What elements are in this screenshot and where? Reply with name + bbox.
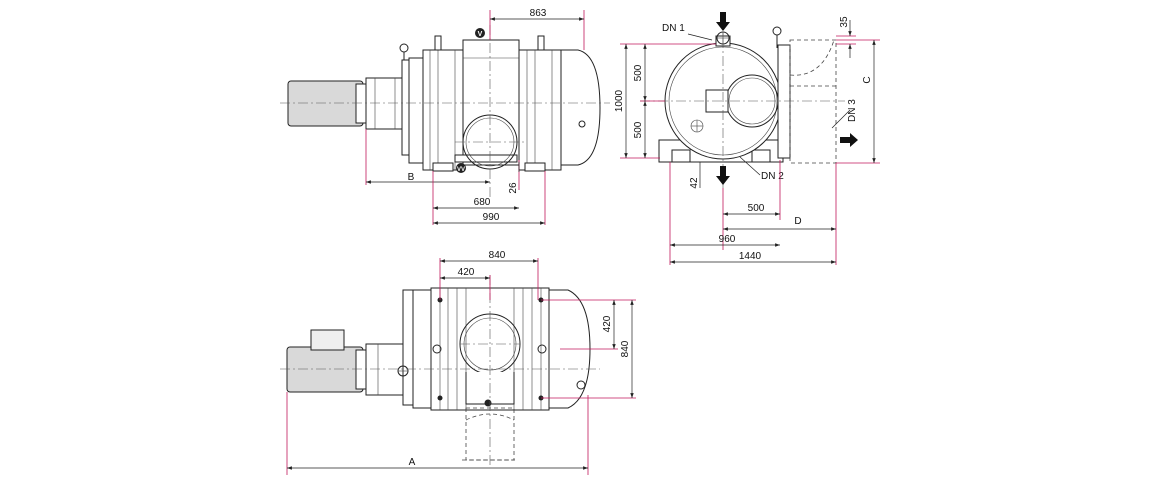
motor-plan <box>286 289 414 406</box>
dim-42: 42 <box>689 177 700 189</box>
marker-v: V <box>475 28 485 38</box>
label-dn1: DN 1 <box>662 23 685 34</box>
dim-840-top: 840 <box>489 250 506 261</box>
marker-vv: VV <box>456 163 466 173</box>
dim-680: 680 <box>474 197 491 208</box>
dim-863: 863 <box>530 8 547 19</box>
pump-body-side <box>280 25 610 200</box>
marker-v-label: V <box>478 31 483 38</box>
dim-420-top: 420 <box>458 267 475 278</box>
motor <box>287 59 410 156</box>
label-dn3: DN 3 <box>847 99 858 122</box>
dim-c: C <box>862 76 873 83</box>
dim-1440: 1440 <box>739 251 762 262</box>
dim-35: 35 <box>839 16 850 28</box>
dim-990: 990 <box>483 212 500 223</box>
dim-26: 26 <box>508 182 519 194</box>
dim-b: B <box>408 172 415 183</box>
label-dn2: DN 2 <box>761 171 784 182</box>
dim-500-width: 500 <box>748 203 765 214</box>
end-view: DN 1 DN 2 DN 3 1000 500 500 35 C 42 <box>614 12 880 265</box>
dim-840-right: 840 <box>620 340 631 357</box>
plan-view: 840 420 420 840 A <box>280 250 636 475</box>
dim-500-top: 500 <box>633 64 644 81</box>
marker-vv-label: VV <box>457 167 465 173</box>
side-view: V VV 863 B 26 680 990 <box>280 8 610 225</box>
dim-420-right: 420 <box>602 315 613 332</box>
dim-960: 960 <box>719 234 736 245</box>
dim-d: D <box>794 216 801 227</box>
dim-1000: 1000 <box>614 89 625 112</box>
dim-a: A <box>409 457 416 468</box>
dim-500-bottom: 500 <box>633 121 644 138</box>
